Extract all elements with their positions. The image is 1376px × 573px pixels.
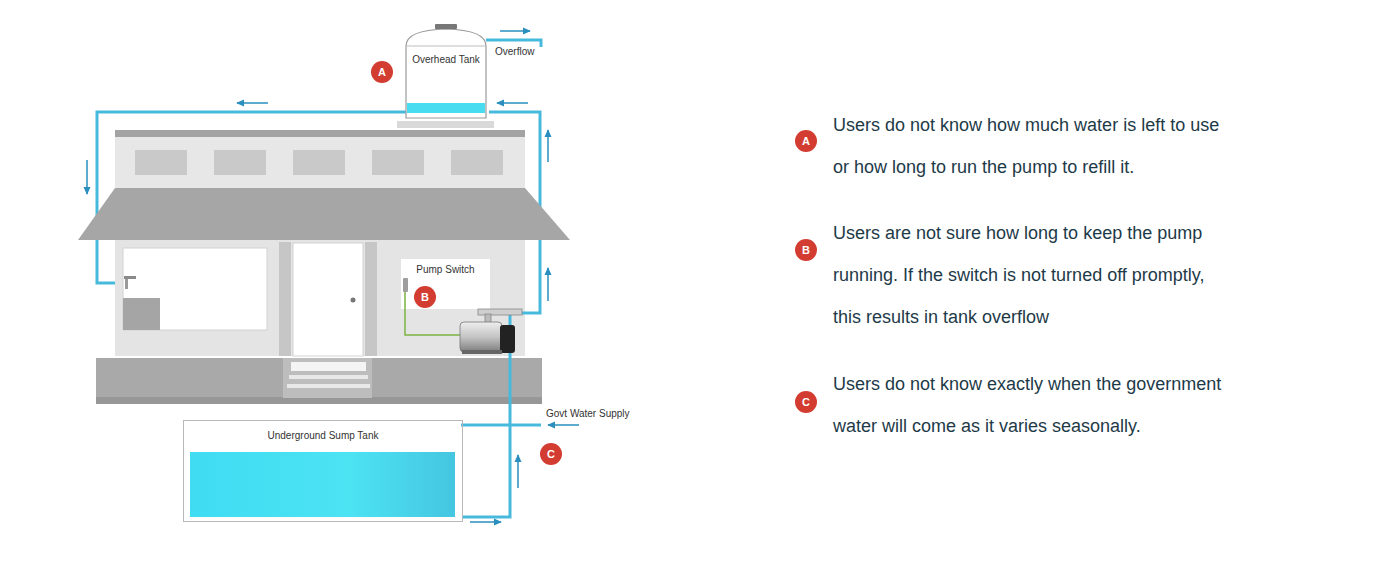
water-pipe	[463, 112, 540, 517]
flow-arrow	[470, 521, 501, 523]
flow-arrow	[497, 102, 528, 104]
pump-switch-box: Pump SwitchB	[398, 259, 493, 309]
callout-letter: B	[414, 286, 436, 308]
callout-letter-text: A	[802, 135, 810, 147]
stair-step	[291, 362, 366, 371]
stair-step	[287, 384, 370, 388]
callout-note: Users do not know exactly when the gover…	[833, 363, 1233, 447]
pillar	[365, 242, 377, 356]
flow-arrow	[547, 268, 549, 301]
sump-tank: Underground Sump Tank	[183, 420, 463, 522]
pump-base	[462, 350, 502, 354]
roof	[78, 188, 570, 240]
sump-body	[185, 420, 461, 522]
callout-note: Users do not know how much water is left…	[833, 104, 1233, 188]
foundation-base	[96, 397, 542, 404]
lower-wall	[115, 240, 525, 356]
pump-motor	[460, 322, 502, 352]
overflow-pipe	[486, 40, 541, 47]
box-label: Underground Sump Tank	[184, 430, 462, 442]
window	[135, 150, 187, 175]
tank-cap	[435, 24, 457, 29]
callout-letter: A	[795, 130, 817, 152]
upper-wall	[115, 137, 525, 188]
callout-note: Users are not sure how long to keep the …	[833, 212, 1233, 338]
sink-counter	[123, 298, 160, 330]
stairs	[283, 358, 372, 398]
tank-water	[407, 103, 485, 113]
flow-arrow	[517, 455, 519, 488]
pipe-label: Overflow	[495, 46, 534, 58]
pillar	[279, 242, 291, 356]
window	[214, 150, 266, 175]
window	[372, 150, 424, 175]
callout-letter: A	[371, 61, 393, 83]
callout-letter: B	[795, 239, 817, 261]
door	[293, 243, 363, 356]
tank-stand	[397, 121, 494, 128]
kitchen-room	[123, 248, 267, 330]
faucet	[124, 276, 136, 279]
box-label: Pump Switch	[398, 264, 493, 276]
callout-letter-text: C	[547, 448, 555, 460]
callout-letter: C	[795, 391, 817, 413]
callout-letter-text: C	[802, 396, 810, 408]
foundation	[96, 358, 542, 398]
window	[293, 150, 345, 175]
sump-water	[190, 452, 455, 517]
stair-step	[289, 375, 368, 379]
faucet	[125, 279, 128, 289]
flow-arrow	[237, 102, 268, 104]
flow-arrow	[86, 160, 88, 194]
govt-pipe	[461, 424, 541, 427]
callout-letter-text: A	[378, 66, 386, 78]
roof-slab	[115, 130, 525, 137]
pump-cap	[500, 325, 515, 353]
tank-seam	[406, 46, 486, 47]
switch-lever	[403, 278, 408, 292]
door-knob	[351, 298, 356, 303]
flow-arrow	[547, 130, 549, 162]
flow-arrow	[548, 424, 579, 426]
flow-arrow	[500, 30, 530, 32]
callout-letter-text: B	[802, 244, 810, 256]
callout-letter: C	[540, 443, 562, 465]
tank-body	[406, 29, 486, 118]
window	[451, 150, 503, 175]
overhead-tank: Overhead Tank	[403, 24, 489, 122]
pipe-label: Govt Water Supply	[546, 408, 630, 420]
box-label: Overhead Tank	[403, 54, 489, 66]
callout-letter-text: B	[421, 291, 429, 303]
